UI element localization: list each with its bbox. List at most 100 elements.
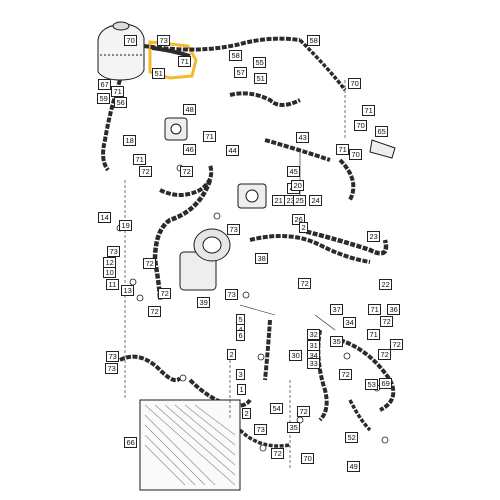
part-label-53[interactable]: 53 <box>365 379 379 390</box>
part-label-22[interactable]: 22 <box>379 279 393 290</box>
part-label-26[interactable]: 26 <box>292 214 306 225</box>
part-label-72e[interactable]: 72 <box>298 278 312 289</box>
part-label-65[interactable]: 65 <box>375 126 389 137</box>
part-label-70d[interactable]: 70 <box>349 149 363 160</box>
part-label-10[interactable]: 10 <box>103 267 117 278</box>
part-label-70b[interactable]: 70 <box>348 78 362 89</box>
hose-left-long <box>152 179 213 301</box>
part-label-25[interactable]: 25 <box>293 195 307 206</box>
part-label-35b[interactable]: 35 <box>287 422 301 433</box>
part-label-71a[interactable]: 71 <box>178 56 192 67</box>
part-label-72g[interactable]: 72 <box>380 316 394 327</box>
part-label-51b[interactable]: 51 <box>254 73 268 84</box>
hose-top <box>143 36 301 52</box>
part-label-57[interactable]: 57 <box>234 67 248 78</box>
part-label-49b[interactable]: 49 <box>347 461 361 472</box>
part-label-72l[interactable]: 72 <box>271 448 285 459</box>
hose-lower-left <box>119 354 182 383</box>
part-label-43[interactable]: 43 <box>296 132 310 143</box>
part-label-71d[interactable]: 71 <box>203 131 217 142</box>
part-label-72d[interactable]: 72 <box>158 288 172 299</box>
part-label-48[interactable]: 48 <box>183 104 197 115</box>
hose-right-top <box>298 38 347 92</box>
hose-center-right <box>264 138 331 162</box>
part-label-73b[interactable]: 73 <box>227 224 241 235</box>
part-label-51a[interactable]: 51 <box>152 68 166 79</box>
pump-housing <box>179 228 231 291</box>
part-label-2a[interactable]: 2 <box>299 222 309 233</box>
part-label-6[interactable]: 6 <box>236 330 246 341</box>
part-label-2b[interactable]: 2 <box>227 349 237 360</box>
part-label-45[interactable]: 45 <box>287 166 301 177</box>
part-label-44[interactable]: 44 <box>226 145 240 156</box>
hose-right-long <box>299 227 389 256</box>
part-label-71h[interactable]: 71 <box>367 329 381 340</box>
part-label-55[interactable]: 55 <box>253 57 267 68</box>
part-label-32[interactable]: 32 <box>307 329 321 340</box>
part-label-52[interactable]: 52 <box>345 432 359 443</box>
part-label-30[interactable]: 30 <box>289 350 303 361</box>
part-label-71e[interactable]: 71 <box>336 144 350 155</box>
part-label-58a[interactable]: 58 <box>229 50 243 61</box>
part-label-69[interactable]: 69 <box>379 378 393 389</box>
part-label-35a[interactable]: 35 <box>330 336 344 347</box>
part-label-54[interactable]: 54 <box>270 403 284 414</box>
part-label-14[interactable]: 14 <box>98 212 112 223</box>
part-label-2c[interactable]: 2 <box>242 408 252 419</box>
part-label-46[interactable]: 46 <box>183 144 197 155</box>
part-label-56[interactable]: 56 <box>114 97 128 108</box>
part-label-70a[interactable]: 70 <box>124 35 138 46</box>
part-label-33[interactable]: 33 <box>307 358 321 369</box>
part-label-71b[interactable]: 71 <box>111 86 125 97</box>
hose-bottom-left <box>238 428 291 448</box>
part-label-11[interactable]: 11 <box>106 279 119 290</box>
hose-left-mid <box>159 164 214 197</box>
part-label-71c[interactable]: 71 <box>362 105 376 116</box>
hose-center-upper <box>229 91 301 107</box>
part-label-72j[interactable]: 72 <box>339 369 353 380</box>
part-label-72h[interactable]: 72 <box>390 339 404 350</box>
part-label-72a[interactable]: 72 <box>139 166 153 177</box>
part-label-3[interactable]: 3 <box>236 369 246 380</box>
part-label-1[interactable]: 1 <box>237 384 247 395</box>
part-label-18[interactable]: 18 <box>123 135 137 146</box>
part-label-73c[interactable]: 73 <box>107 246 121 257</box>
part-label-59[interactable]: 59 <box>97 93 111 104</box>
part-label-38[interactable]: 38 <box>255 253 269 264</box>
part-label-71f[interactable]: 71 <box>133 154 147 165</box>
part-label-73f[interactable]: 73 <box>105 363 119 374</box>
part-label-19[interactable]: 19 <box>119 220 133 231</box>
part-label-73e[interactable]: 73 <box>106 351 120 362</box>
part-label-66[interactable]: 66 <box>124 437 138 448</box>
connector-right-top <box>369 139 396 159</box>
part-label-36[interactable]: 36 <box>387 304 401 315</box>
hose-right-curve <box>338 158 356 201</box>
hose-lower-vertical <box>263 319 272 381</box>
part-label-72c[interactable]: 72 <box>143 258 157 269</box>
hose-bottom-right <box>348 399 372 432</box>
part-label-73g[interactable]: 73 <box>254 424 268 435</box>
part-label-72b[interactable]: 72 <box>180 166 194 177</box>
part-label-58b[interactable]: 58 <box>307 35 321 46</box>
part-label-72k[interactable]: 72 <box>297 406 311 417</box>
part-label-34a[interactable]: 34 <box>343 317 357 328</box>
part-label-70e[interactable]: 70 <box>301 453 315 464</box>
part-label-39[interactable]: 39 <box>197 297 211 308</box>
part-label-71g[interactable]: 71 <box>368 304 382 315</box>
part-label-72i[interactable]: 72 <box>378 349 392 360</box>
expansion-tank <box>97 21 145 81</box>
thermostat-housing <box>164 117 188 141</box>
part-label-13[interactable]: 13 <box>121 285 135 296</box>
part-label-20[interactable]: 20 <box>291 180 305 191</box>
part-label-23b[interactable]: 23 <box>367 231 381 242</box>
part-label-37[interactable]: 37 <box>330 304 344 315</box>
part-label-67[interactable]: 67 <box>98 79 112 90</box>
radiator <box>139 399 241 491</box>
part-label-70c[interactable]: 70 <box>354 120 368 131</box>
part-label-72f[interactable]: 72 <box>148 306 162 317</box>
part-label-24[interactable]: 24 <box>309 195 323 206</box>
part-label-73a[interactable]: 73 <box>157 35 171 46</box>
part-label-73d[interactable]: 73 <box>225 289 239 300</box>
hose-center-horizontal <box>249 234 371 264</box>
